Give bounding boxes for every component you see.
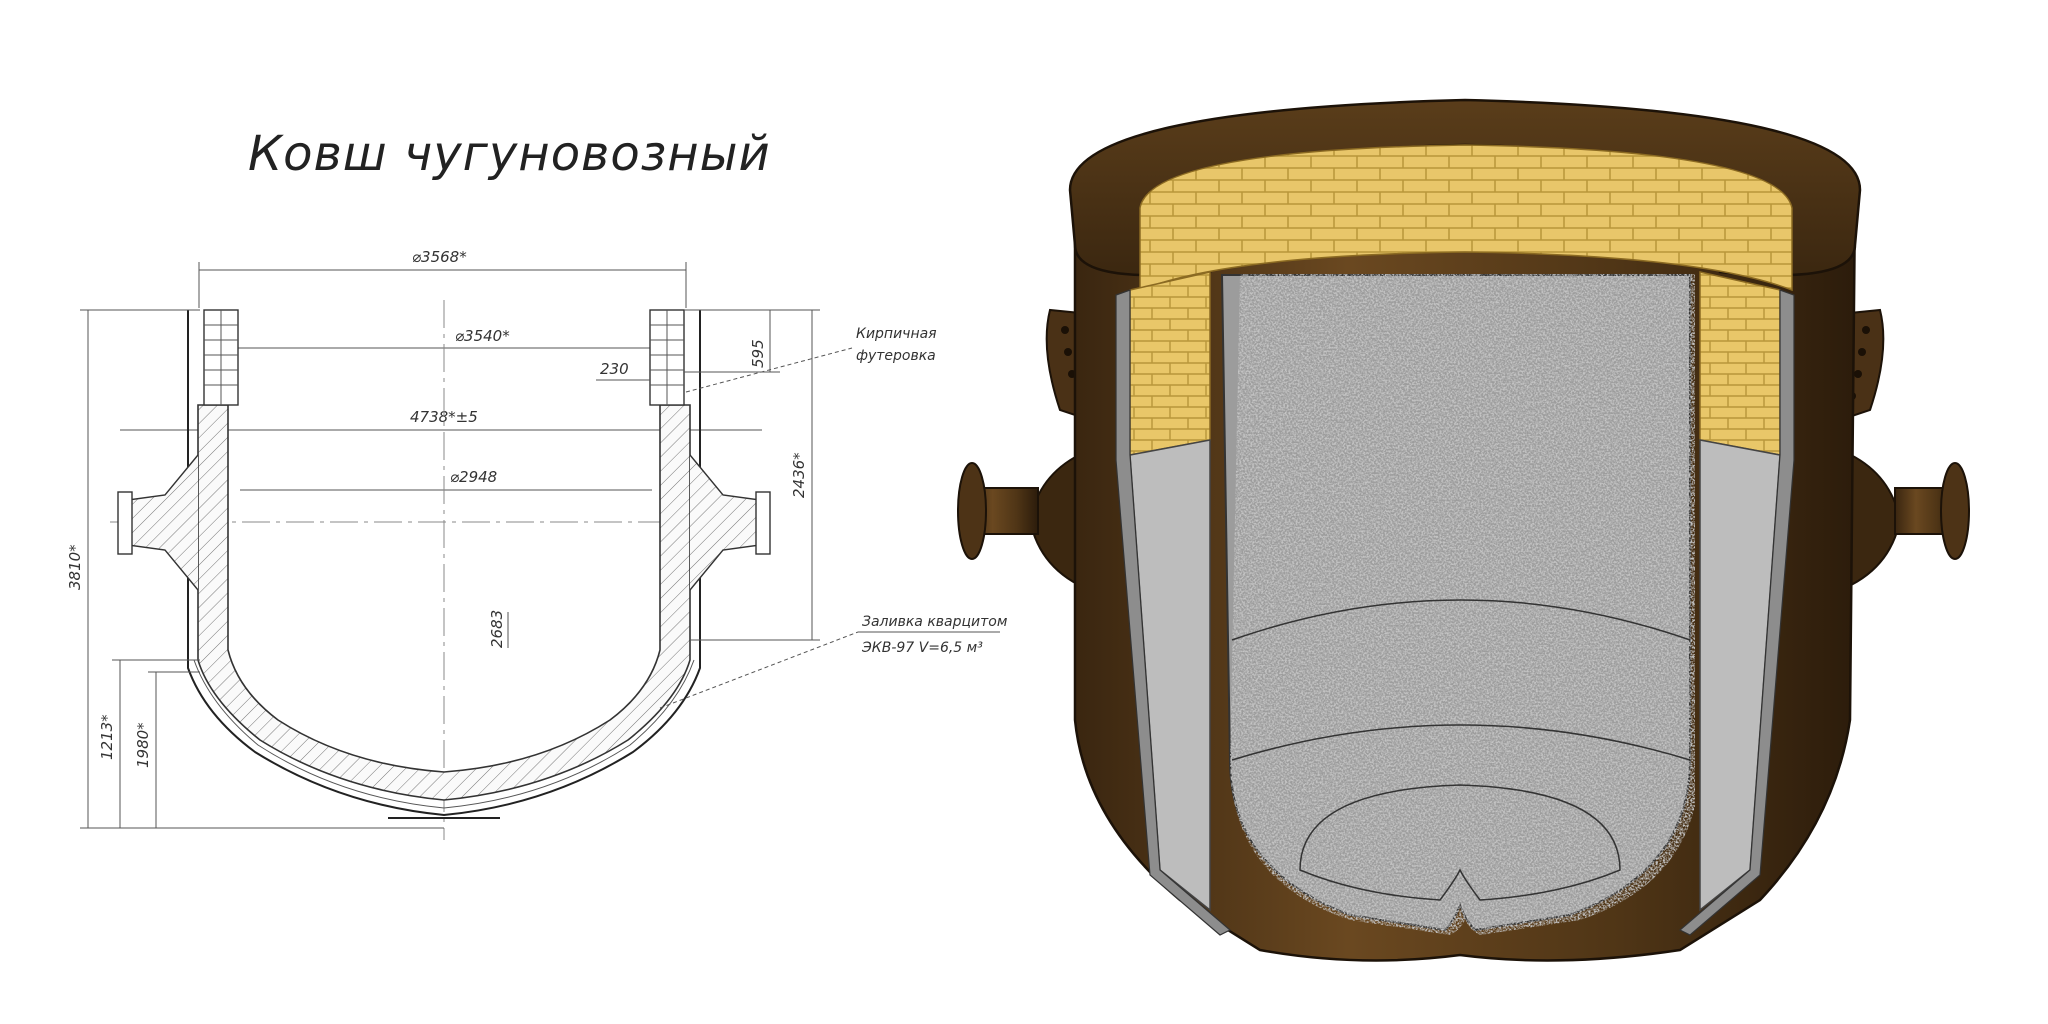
dim-overall-height: 3810* <box>66 544 84 590</box>
dim-top-inner: ⌀3540* <box>455 327 510 345</box>
note-brick-line1: Кирпичная <box>856 326 937 342</box>
note-quartz-line2: ЭКВ-97 V=6,5 м³ <box>861 640 983 656</box>
drawing-title: Ковш чугуновозный <box>248 126 771 182</box>
cut-face-right <box>1678 271 1795 936</box>
dim-trunnion-span: 4738*±5 <box>410 408 478 426</box>
trunnion-right <box>1839 448 1970 592</box>
note-quartz-line1: Заливка кварцитом <box>862 614 1008 630</box>
trunnion-left <box>957 448 1091 592</box>
note-brick-line2: футеровка <box>856 348 936 364</box>
drawing-shell-inner <box>193 659 695 809</box>
leader-quartz <box>659 631 859 709</box>
drawing-brick-lining <box>203 309 685 406</box>
dim-bottom-offset: 1980* <box>134 722 152 768</box>
dim-lining-height: 595 <box>749 339 767 368</box>
drawing-trunnion-left <box>117 454 199 591</box>
dim-lining-diameter: ⌀2948 <box>450 468 497 486</box>
dim-bottom-height: 1213* <box>98 714 116 760</box>
dim-inner-depth: 2683 <box>488 610 506 648</box>
drawing-outer-shell <box>187 310 701 817</box>
drawing-vessel-wall <box>197 404 691 801</box>
quartz-lining-interior <box>1220 274 1695 935</box>
technical-drawing: Ковш чугуновозный ⌀3568* ⌀3540* 4738*±5 … <box>66 126 1008 840</box>
cut-face-left <box>1115 271 1232 936</box>
brick-lining-back <box>1139 144 1793 292</box>
cutaway-render <box>957 98 1970 962</box>
leader-brick <box>685 347 853 393</box>
dim-lining-offset: 230 <box>600 360 629 378</box>
dim-top-outer: ⌀3568* <box>412 248 467 266</box>
drawing-trunnion-right <box>689 454 771 591</box>
dim-upper-height: 2436* <box>790 452 808 498</box>
